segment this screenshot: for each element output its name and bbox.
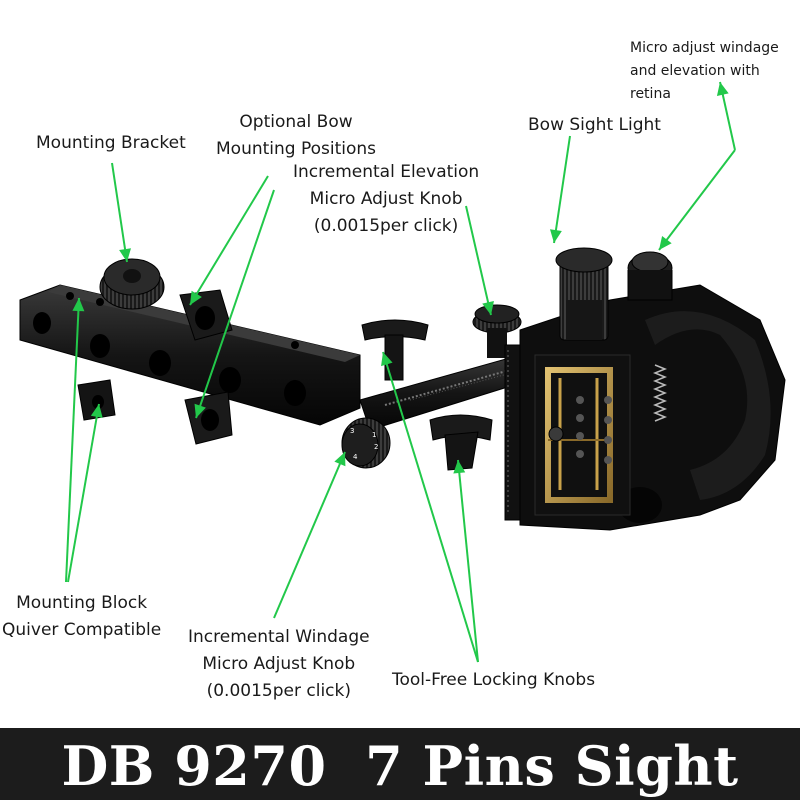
knob-number: 1 <box>372 431 376 439</box>
retina-adjust-knob <box>627 251 673 301</box>
arrow-windage-knob-line <box>273 451 346 619</box>
arrow-mounting-block-b-line <box>67 403 100 583</box>
mounting-bracket-knob <box>99 258 165 310</box>
arrow-elevation-knob-line <box>465 205 492 316</box>
label-locking-knobs: Tool-Free Locking Knobs <box>392 670 596 690</box>
arrow-optional-bow-b-head <box>194 403 206 418</box>
arrow-mounting-bracket-head <box>119 248 131 262</box>
arrow-mounting-block-a-head <box>72 298 85 312</box>
arrow-bow-sight-light-head <box>549 229 562 243</box>
knob-number: 3 <box>350 427 354 435</box>
label-micro-adjust-retina: Micro adjust windage and elevation with … <box>630 40 779 102</box>
arrow-mounting-block-a-line <box>65 297 80 583</box>
elevation-knob <box>472 304 522 521</box>
arrow-windage-knob-head <box>334 452 346 467</box>
arrow-locking-knob-upper-line <box>382 351 479 663</box>
arrow-locking-knob-lower-head <box>453 460 466 474</box>
label-mounting-block: Mounting Block Quiver Compatible <box>2 593 162 640</box>
arrow-optional-bow-a-line <box>189 175 269 306</box>
arrow-locking-knob-upper-head <box>381 352 393 367</box>
windage-knob: 1 2 3 4 <box>341 417 391 469</box>
locking-knob-upper <box>361 319 429 381</box>
arrow-mounting-bracket-line <box>111 162 128 263</box>
arrow-retina-adjust-line <box>658 149 736 251</box>
knob-number: 4 <box>353 453 358 461</box>
arrow-bow-sight-light-line <box>553 135 571 244</box>
label-windage-knob: Incremental Windage Micro Adjust Knob (0… <box>188 627 370 701</box>
sight-light-tower <box>555 247 613 341</box>
arrow-retina-adjust-head <box>659 236 672 250</box>
label-mounting-bracket: Mounting Bracket <box>36 133 186 153</box>
sight-housing <box>519 284 786 531</box>
label-bow-sight-light: Bow Sight Light <box>528 115 661 135</box>
callout-arrows <box>65 81 736 663</box>
arrow-retina-adjust-upper-head <box>716 82 729 96</box>
knob-number: 2 <box>374 443 378 451</box>
label-elevation-knob: Incremental Elevation Micro Adjust Knob … <box>293 162 480 236</box>
product-banner: DB 9270 7 Pins Sight <box>0 728 800 800</box>
arrow-optional-bow-a-head <box>190 290 202 305</box>
product-title: DB 9270 7 Pins Sight <box>61 734 739 798</box>
arrow-mounting-block-b-head <box>90 404 103 418</box>
arrow-locking-knob-lower-line <box>457 459 479 663</box>
label-optional-bow-mounting: Optional Bow Mounting Positions <box>216 112 377 159</box>
locking-knob-lower <box>429 414 493 471</box>
arrow-elevation-knob-head <box>482 300 494 315</box>
arrow-optional-bow-b-line <box>195 189 275 419</box>
